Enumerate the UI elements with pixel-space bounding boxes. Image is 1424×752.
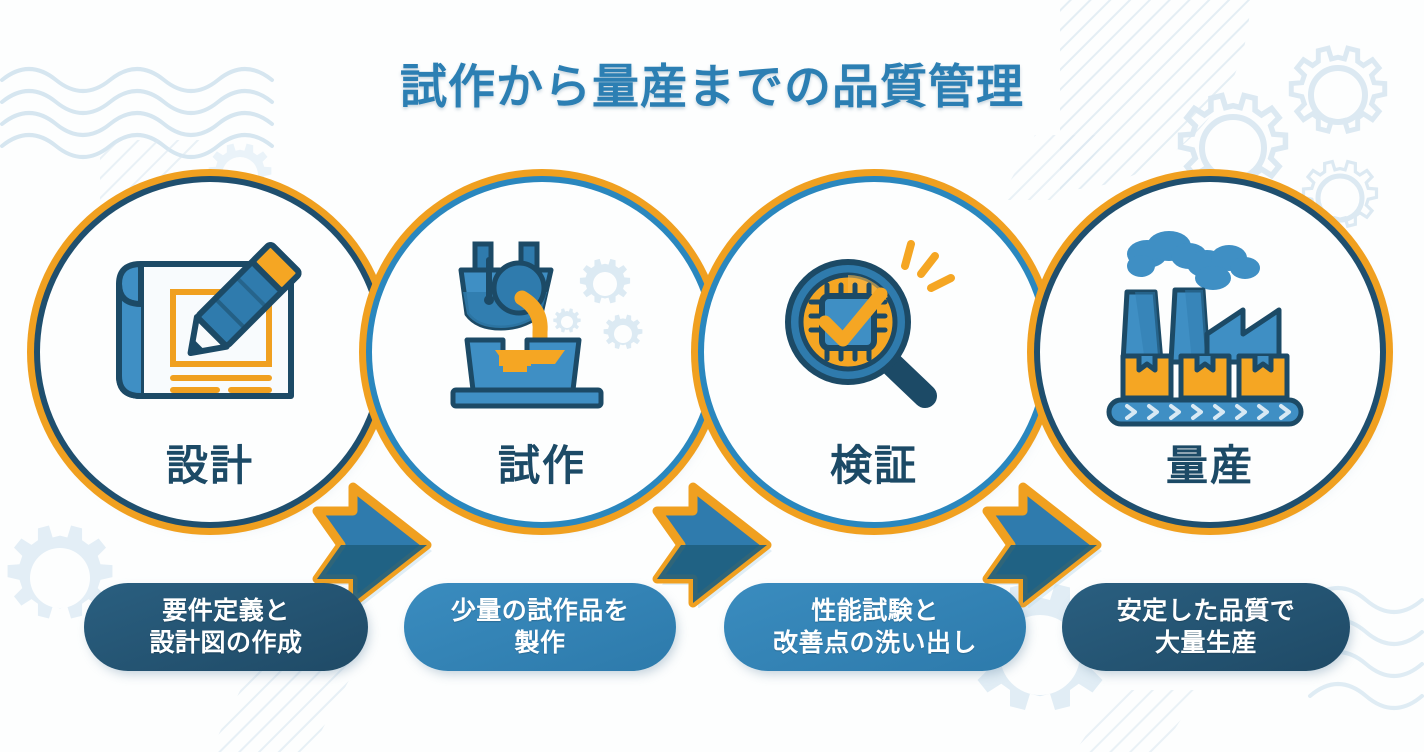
caption-line-1: 要件定義と [162, 597, 290, 625]
page-title: 試作から量産までの品質管理 [400, 60, 1024, 113]
step-node-prototype[interactable]: 試作 [372, 182, 712, 522]
caption-pill-mass-production[interactable]: 安定した品質で 大量生産 [1062, 583, 1350, 671]
factory-conveyor-boxes-icon [1095, 230, 1325, 430]
hatch-patch-bottom-right [1075, 690, 1200, 752]
caption-line-2: 製作 [514, 629, 566, 657]
arrow-verification-to-massproduction [982, 482, 1104, 609]
step-label-prototype: 試作 [497, 441, 586, 490]
caption-pill-prototype[interactable]: 少量の試作品を 製作 [404, 583, 676, 671]
caption-pills: 要件定義と 設計図の作成 少量の試作品を 製作 性能試験と 改善点の洗い出し 安… [0, 583, 1424, 683]
step-label-design: 設計 [165, 441, 254, 490]
caption-pill-design[interactable]: 要件定義と 設計図の作成 [84, 583, 368, 671]
process-flow: 設計 [0, 182, 1424, 609]
step-node-verification[interactable]: 検証 [704, 182, 1044, 522]
caption-line-2: 改善点の洗い出し [772, 629, 977, 657]
caption-line-1: 性能試験と [811, 597, 939, 625]
casting-ladle-mold-icon [427, 230, 657, 430]
step-node-mass-production[interactable]: 量産 [1040, 182, 1380, 522]
arrow-prototype-to-verification [652, 482, 774, 609]
step-node-design[interactable]: 設計 [40, 182, 380, 522]
caption-line-1: 少量の試作品を [450, 597, 630, 625]
magnifier-chip-check-icon [759, 230, 989, 430]
step-label-mass-production: 量産 [1165, 441, 1254, 490]
caption-line-2: 設計図の作成 [149, 629, 303, 657]
blueprint-pencil-icon [95, 230, 325, 430]
caption-line-2: 大量生産 [1154, 629, 1257, 657]
caption-line-1: 安定した品質で [1116, 597, 1296, 625]
step-label-verification: 検証 [829, 441, 918, 490]
caption-pill-verification[interactable]: 性能試験と 改善点の洗い出し [724, 583, 1026, 671]
